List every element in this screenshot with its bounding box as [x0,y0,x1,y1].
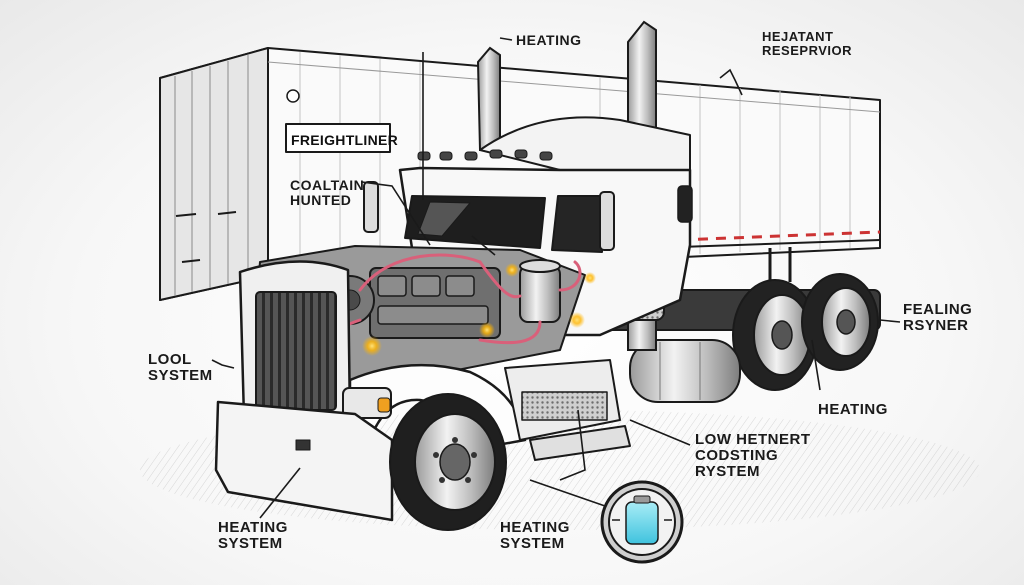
label-reservoir: HEJATANT RESEPRVIOR [762,29,853,59]
label-coaltain-line1: COALTAIN [290,177,365,193]
label-heating-system-left: HEATING SYSTEM [218,519,288,553]
cab [363,116,693,337]
label-feeling-line1: FEALING [903,301,973,318]
label-heating-system-center-line1: HEATING [500,519,570,536]
label-lool-line1: LOOL [148,351,192,368]
label-heating-top: HEATING [516,32,582,48]
trailer-brand-placard: FREIGHTLINER [291,132,399,148]
glow-points [362,263,596,379]
label-lool-system: LOOL SYSTEM [148,351,213,385]
callout-lines [211,37,901,519]
label-heating-system-center: HEATING SYSTEM [500,519,570,553]
label-low-line3: RYSTEM [695,463,760,481]
label-heating-system-left-line1: HEATING [218,519,288,536]
label-heating-top-text: HEATING [516,32,582,48]
label-heating-system-center-line2: SYSTEM [500,535,565,553]
label-heating-system-left-line2: SYSTEM [218,535,283,553]
label-coaltain: COALTAIN HUNTED [290,177,365,209]
label-feeling-line2: RSYNER [903,317,969,335]
label-heating-right: HEATING [818,401,888,418]
coolant-gauge [600,480,684,564]
label-reservoir-line2: RESEPRVIOR [762,43,853,59]
label-coaltain-line2: HUNTED [290,192,352,209]
label-low-line2: CODSTING [695,447,779,465]
front-wheel [389,393,507,531]
label-feeling: FEALING RSYNER [903,301,973,335]
label-low-line1: LOW HETNERT [695,431,811,448]
label-heating-right-text: HEATING [818,401,888,418]
label-lool-line2: SYSTEM [148,367,213,385]
label-low-system: LOW HETNERT CODSTING RYSTEM [695,431,811,481]
label-reservoir-line1: HEJATANT [762,29,834,44]
